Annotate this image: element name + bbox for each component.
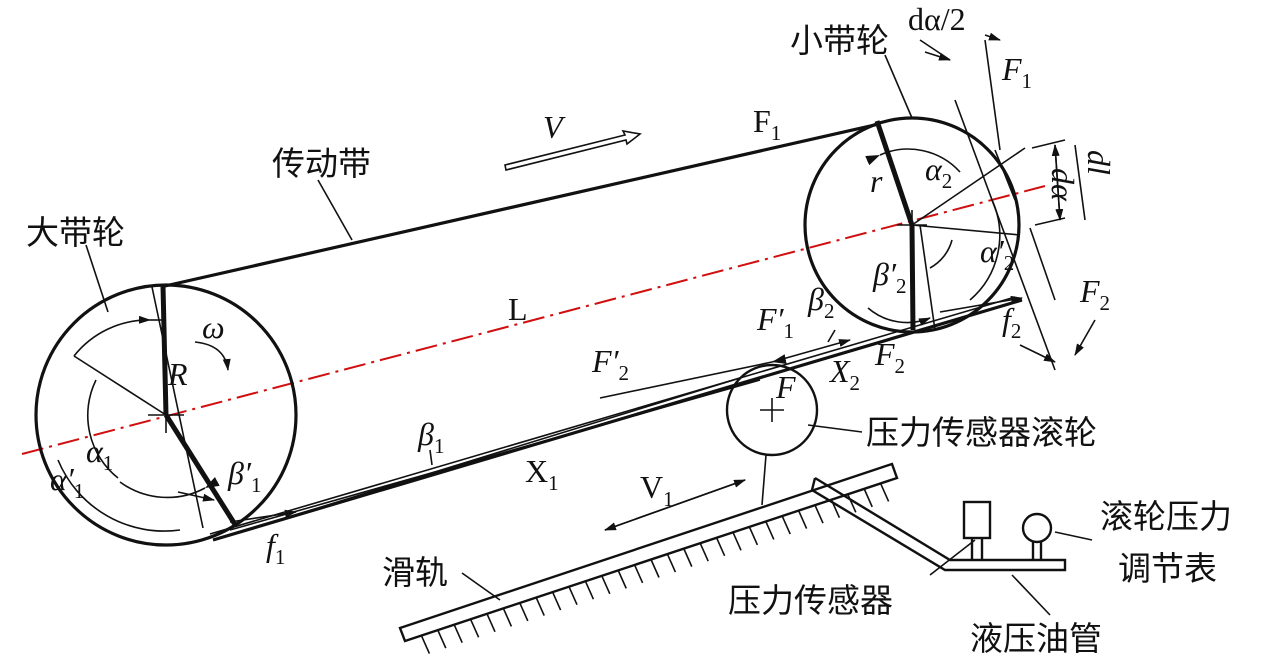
rail-hatch-line [633, 564, 644, 584]
rail-hatch-line [683, 548, 693, 567]
rail-hatch-line [420, 635, 431, 654]
f1-arrow [229, 509, 297, 523]
rail-hatch-line [486, 613, 496, 633]
symbol-beta1p: β′1 [227, 455, 261, 497]
roller-label: 压力传感器滚轮 [866, 413, 1097, 452]
large-pulley-label: 大带轮 [26, 213, 125, 252]
F2p-arrow [599, 354, 787, 399]
symbol-alpha2: α2 [925, 151, 952, 193]
small-pulley-label: 小带轮 [790, 21, 889, 60]
rail-hatch-line [847, 493, 857, 513]
symbol-F2-b: F2 [1079, 273, 1110, 315]
symbol-beta2p: β′2 [872, 256, 906, 298]
symbol-beta1: β1 [417, 416, 444, 458]
symbol-alpha1: α1 [86, 433, 113, 475]
F1p-arrow [771, 339, 851, 363]
F2-right-line [1029, 227, 1056, 301]
gauge-label-line1: 滚轮压力 [1100, 497, 1232, 536]
symbol-L: L [508, 291, 528, 327]
rail-hatch-line [601, 575, 611, 595]
rail-hatch-line [551, 591, 562, 611]
belt-label: 传动带 [272, 144, 371, 183]
leader-lines [85, 54, 1093, 616]
rail-hatch-line [732, 532, 742, 551]
rail-hatch-line [715, 537, 726, 557]
symbol-f2: f2 [1002, 301, 1021, 343]
symbol-dalpha: dα [1045, 168, 1081, 202]
rail-hatch-line [437, 629, 447, 649]
symbol-F1-top: F1 [753, 103, 781, 145]
rail-hatch-line [863, 488, 873, 508]
symbol-V1: V1 [640, 469, 674, 511]
pipe-label: 液压油管 [970, 619, 1102, 658]
belt [164, 122, 1023, 542]
symbol-beta2: β2 [807, 281, 834, 323]
rail-hatch-line [781, 515, 791, 535]
symbol-F2-a: F2 [874, 336, 905, 378]
f2-arrow [939, 295, 1023, 313]
sensor-roller [725, 363, 819, 506]
pressure-sensor-box [962, 500, 992, 540]
large-pulley [34, 283, 298, 547]
rail-label: 滑轨 [382, 553, 448, 592]
symbol-R: R [167, 356, 188, 392]
rail-hatch-line [814, 504, 824, 524]
slide-rail [398, 462, 899, 654]
rail-hatch-line [699, 542, 709, 562]
rail-hatch-line [617, 570, 627, 589]
rail-hatch-line [469, 618, 480, 638]
rail-hatch-line [748, 526, 759, 546]
sensor-label: 压力传感器 [728, 581, 893, 620]
rail-hatch-line [584, 580, 595, 600]
symbol-X2: X2 [828, 353, 860, 395]
symbol-F: F [775, 369, 796, 405]
symbol-dalpha-half: dα/2 [908, 1, 966, 37]
symbol-V: V [543, 109, 566, 145]
symbol-F2p: F′2 [591, 343, 629, 385]
small-pulley [803, 116, 1026, 334]
radius-r-line [874, 120, 915, 226]
rail-hatch-line [797, 510, 808, 529]
symbol-alpha2p: α′2 [980, 233, 1014, 275]
symbol-F1-right: F1 [1001, 51, 1032, 93]
rail-hatch-line [568, 586, 578, 605]
symbol-dl: dl [1081, 150, 1117, 175]
rail-hatch-line [535, 597, 545, 616]
rail-hatch-line [765, 521, 775, 540]
rail-hatch-line [502, 608, 513, 627]
center-line [21, 185, 1046, 455]
gauge-label-line2: 调节表 [1118, 549, 1217, 588]
symbol-r: r [870, 163, 883, 199]
rail-hatch-line [519, 602, 529, 622]
symbol-omega: ω [202, 309, 225, 345]
symbol-X1: X1 [525, 453, 559, 495]
rail-hatch-line [453, 624, 463, 644]
omega-arrow [194, 341, 231, 371]
symbol-F1p: F′1 [756, 301, 794, 343]
rail-hatch-line [666, 553, 677, 573]
symbol-alpha1p: α′1 [50, 461, 84, 503]
rail-hatch-line [879, 483, 890, 502]
hydraulic-assembly [810, 476, 1067, 572]
belt-upper-span [164, 122, 880, 288]
pressure-gauge [1021, 512, 1053, 544]
rail-hatch-line [650, 559, 660, 578]
velocity-V-arrow [504, 129, 642, 171]
large-pulley-tangent-radius [163, 413, 239, 528]
radius-R-line [160, 285, 169, 416]
symbol-f1: f1 [266, 527, 285, 569]
arrows [194, 32, 1096, 531]
